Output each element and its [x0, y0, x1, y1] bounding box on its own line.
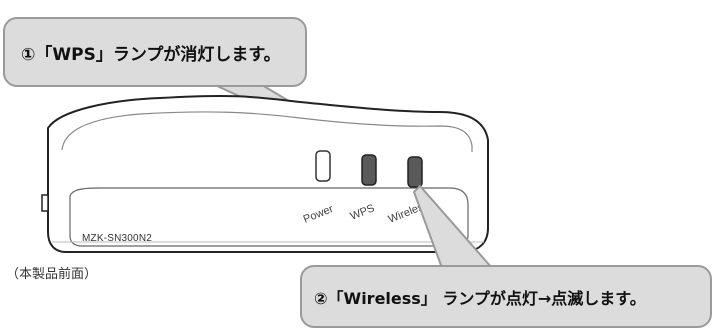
- model-label: MZK-SN300N2: [82, 233, 152, 244]
- callout-wps-off-text: ①「WPS」ランプが消灯します。: [21, 44, 281, 65]
- power-led: [315, 150, 331, 182]
- callout-wireless-blink-text: ②「Wireless」 ランプが点灯→点滅します。: [314, 288, 646, 308]
- front-view-caption: （本製品前面）: [6, 267, 98, 282]
- router-body: [41, 94, 489, 253]
- callout-wireless-blink: ②「Wireless」 ランプが点灯→点滅します。: [300, 265, 712, 328]
- callout-wps-off: ①「WPS」ランプが消灯します。: [3, 17, 307, 87]
- wireless-led: [407, 156, 423, 188]
- wps-led: [361, 154, 377, 186]
